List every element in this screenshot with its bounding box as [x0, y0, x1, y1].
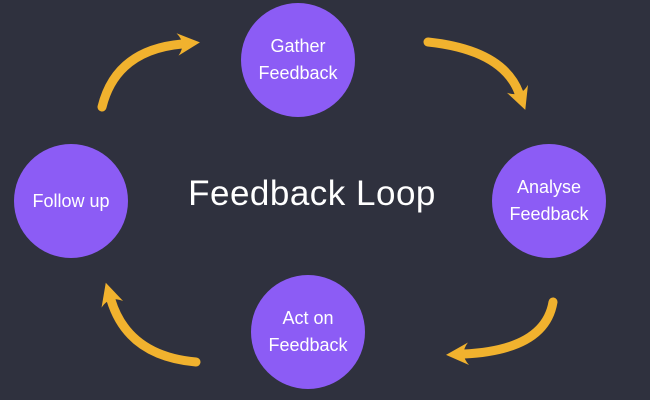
arrow-act-to-followup-icon: [101, 282, 201, 367]
node-gather-feedback: Gather Feedback: [241, 3, 355, 117]
arrow-gather-to-analyse-icon: [423, 37, 528, 110]
diagram-title: Feedback Loop: [188, 174, 436, 213]
node-act-on-feedback: Act on Feedback: [251, 275, 365, 389]
arrow-followup-to-gather-icon: [97, 33, 200, 112]
arrow-analyse-to-act-icon: [446, 297, 558, 366]
node-label: Follow up: [32, 190, 110, 211]
node-label: Analyse Feedback: [509, 177, 589, 224]
node-follow-up: Follow up: [14, 144, 128, 258]
node-analyse-feedback: Analyse Feedback: [492, 144, 606, 258]
node-label: Act on Feedback: [268, 308, 348, 355]
node-label: Gather Feedback: [258, 36, 338, 83]
